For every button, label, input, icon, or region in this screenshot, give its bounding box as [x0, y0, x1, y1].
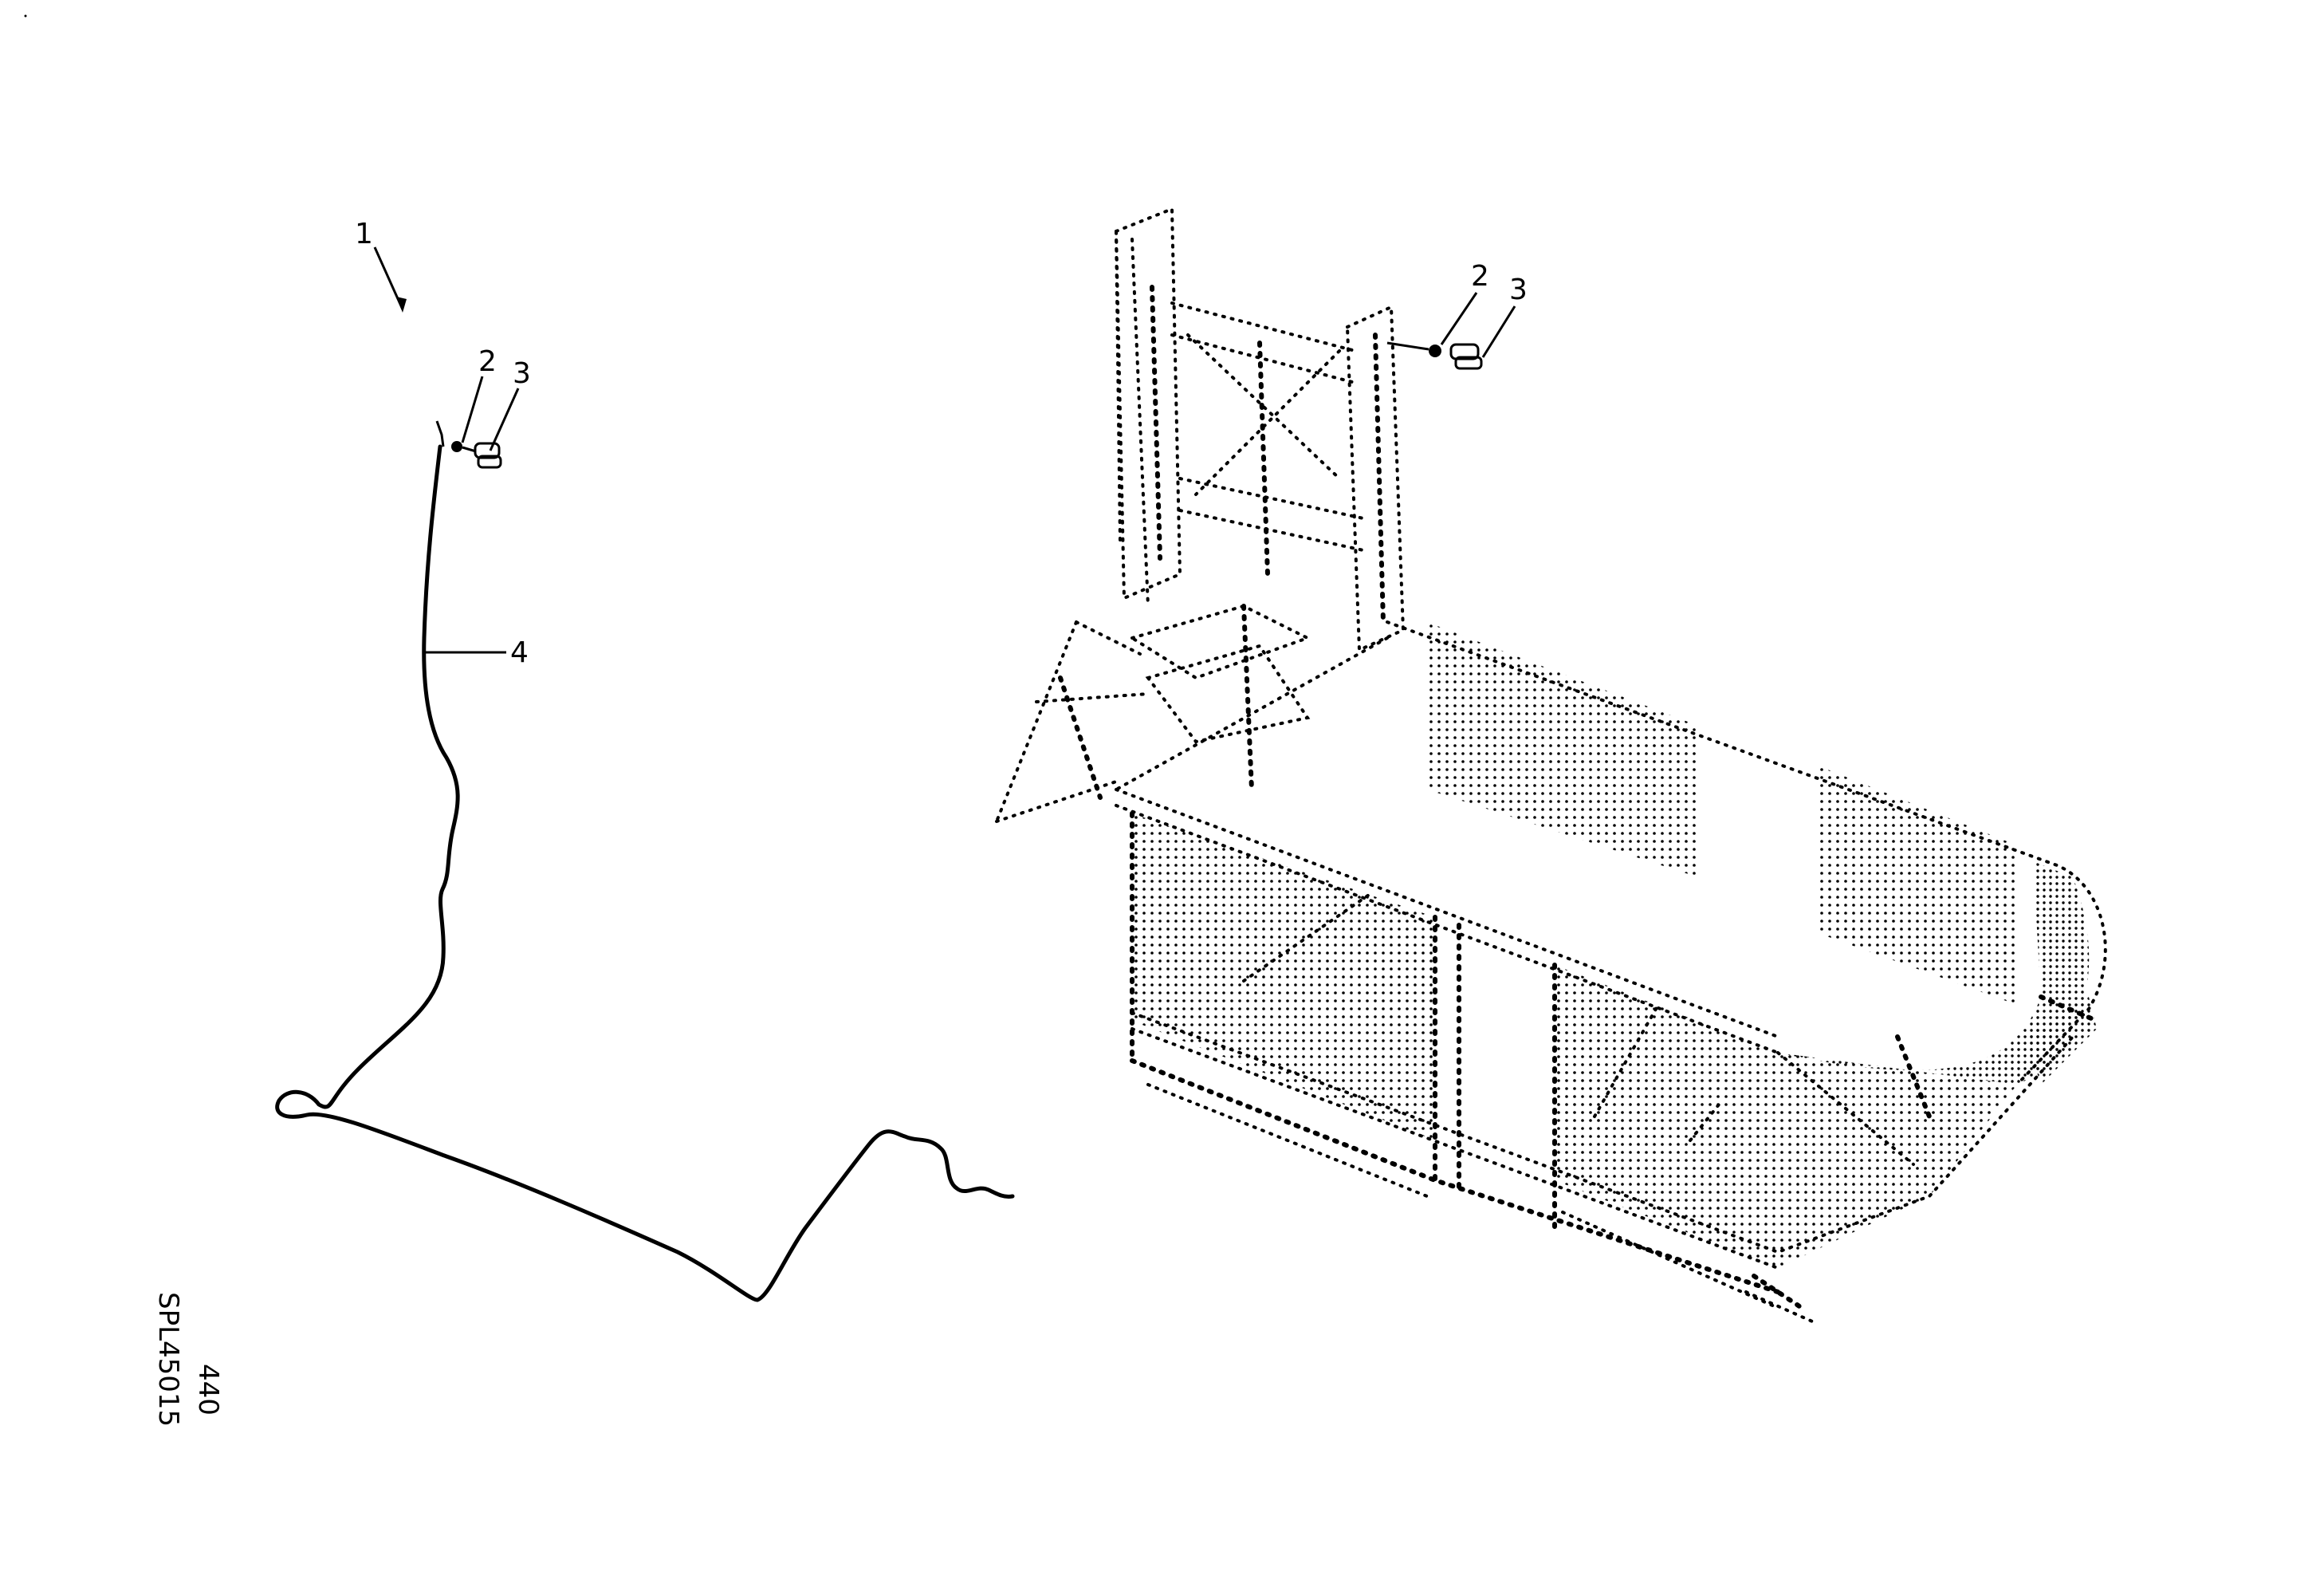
- drawing-reference-code: SPL45015: [152, 1292, 184, 1427]
- callout-label-1: 1: [355, 218, 373, 250]
- hose-end-fitting: [435, 420, 502, 469]
- drawing-id-block: SPL45015 440: [152, 1292, 224, 1427]
- callout-label-2-left: 2: [478, 345, 497, 378]
- callout-label-2-right: 2: [1471, 260, 1489, 293]
- frame-fitting: [1386, 341, 1483, 370]
- callout-leader-2-left: [461, 376, 484, 443]
- callout-leader-3-left: [489, 388, 520, 451]
- scan-speck: [24, 14, 27, 18]
- callout-leader-2-right: [1440, 292, 1478, 345]
- callout-label-3-right: 3: [1509, 274, 1528, 306]
- callout-label-3-left: 3: [513, 357, 531, 390]
- callout-label-4: 4: [510, 636, 529, 669]
- hose-line: [275, 444, 1015, 1302]
- hose-assembly: 1 2 3 4: [275, 218, 1015, 1302]
- callout-leader-3-right: [1481, 305, 1516, 358]
- callout-arrowhead-1: [396, 297, 407, 313]
- drawing-sheet-number: 440: [192, 1364, 224, 1416]
- machine-frame: 2 3: [995, 207, 2107, 1325]
